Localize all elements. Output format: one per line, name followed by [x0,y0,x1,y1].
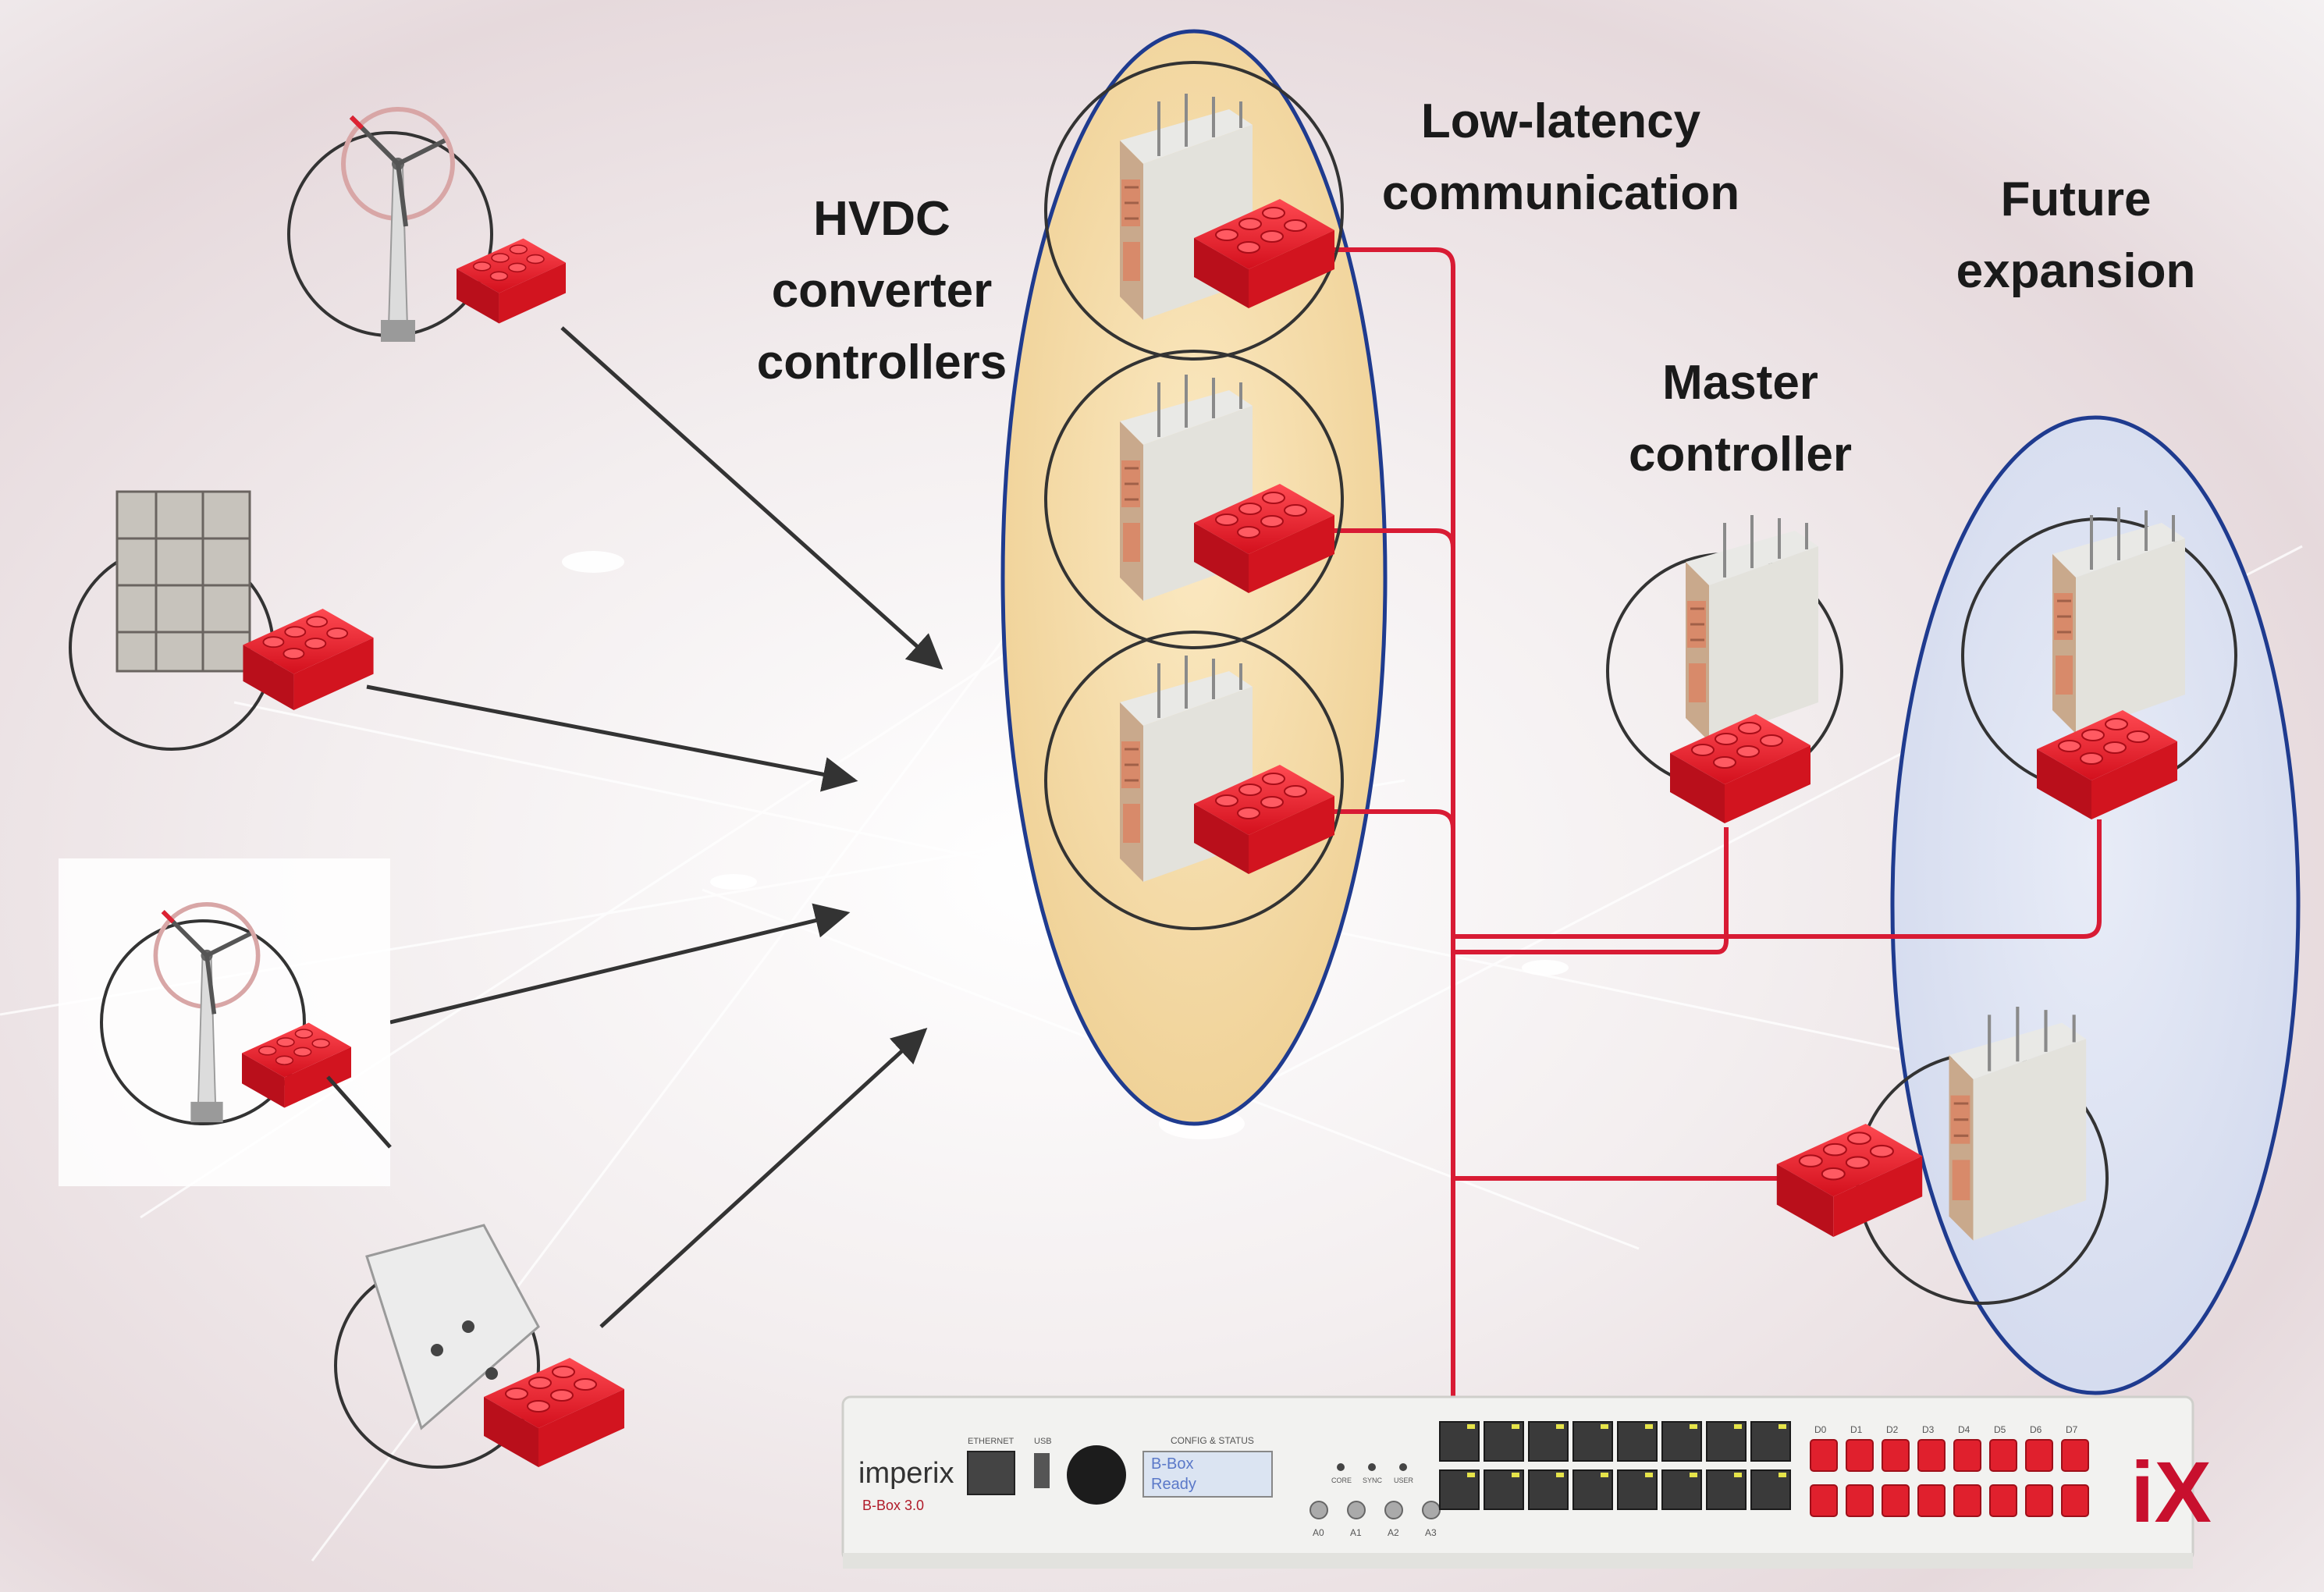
master-controller-label-line2: controller [1629,428,1852,482]
brick-icon [457,238,566,324]
port-led [1512,1424,1519,1429]
fiber-port [1810,1484,1838,1517]
fiber-port [1989,1484,2017,1517]
control-knob [1067,1445,1126,1505]
bbox-logo-mark: iX [2130,1445,2212,1540]
dout-label: D4 [1958,1424,1970,1435]
indicator-user: USER [1394,1477,1414,1484]
port-led [1601,1424,1608,1429]
dout-label: D2 [1886,1424,1899,1435]
bbox-brand: imperix [858,1457,954,1490]
rj45-port [1484,1469,1524,1510]
lcd-line-2: Ready [1151,1476,1196,1493]
fiber-port [2025,1439,2053,1472]
port-led [1645,1424,1653,1429]
bbox-model: B-Box 3.0 [862,1498,924,1513]
hvdc-converter-3 [1044,631,1344,930]
brick-icon [1775,1124,1924,1237]
dout-label: D6 [2030,1424,2042,1435]
dout-label: D7 [2066,1424,2078,1435]
bbox-device: imperix B-Box 3.0 ETHERNET USB CONFIG & … [841,1395,2212,1569]
hvdc-converter-1 [1044,61,1344,361]
fiber-port [1917,1439,1946,1472]
lcd-screen [1142,1451,1273,1498]
future-expansion-label: Future expansion [1943,164,2209,307]
port-led [1734,1473,1742,1477]
port-led [1645,1473,1653,1477]
port-led [1779,1473,1786,1477]
rj45-port [1750,1421,1791,1462]
fiber-port [1953,1439,1981,1472]
fiber-port [2025,1484,2053,1517]
fiber-output-grid: D0 D1 D2 D3 D4 D5 D6 D7 [1810,1424,2089,1517]
hvdc-label-line1: HVDC [813,192,951,246]
dout-label: D1 [1850,1424,1863,1435]
lcd-line-1: B-Box [1151,1455,1193,1473]
port-led [1690,1473,1697,1477]
low-latency-label-line1: Low-latency [1420,94,1701,148]
hvdc-label-line2: converter [771,264,993,318]
fiber-port [1846,1439,1874,1472]
brick-icon [484,1358,624,1467]
fiber-port [1882,1484,1910,1517]
master-controller-label: Master controller [1608,347,1873,491]
port-led [1601,1473,1608,1477]
fiber-port [1953,1484,1981,1517]
ethernet-port [967,1451,1015,1495]
source-wind-turbine-bottom [59,858,392,1186]
port-led [1467,1473,1475,1477]
port-led [1512,1473,1519,1477]
communication-links [1327,247,2102,1397]
port-led [1556,1473,1564,1477]
usb-port [1034,1453,1050,1488]
port-led [1734,1424,1742,1429]
future-module-1 [1961,507,2237,819]
status-indicators: CORE SYNC USER [1331,1463,1414,1484]
port-led [1690,1424,1697,1429]
source-inverter [334,1224,624,1469]
future-module-2 [1775,1007,2109,1305]
hvdc-label-line3: controllers [756,336,1007,389]
fiber-port [1989,1439,2017,1472]
indicator-core: CORE [1331,1477,1352,1484]
analog-a3: A3 [1425,1527,1437,1538]
port-led [1467,1424,1475,1429]
source-wind-turbine-top [287,109,566,342]
rj45-port-grid [1439,1421,1791,1510]
master-controller [1606,515,1843,823]
fiber-port [2061,1484,2089,1517]
low-latency-label: Low-latency communication [1358,86,1764,229]
fiber-port [1917,1484,1946,1517]
dout-label: D0 [1814,1424,1827,1435]
hvdc-label: HVDC converter controllers [749,183,1015,399]
fiber-port [1846,1484,1874,1517]
future-expansion-label-line1: Future [2000,172,2152,226]
indicator-sync: SYNC [1363,1477,1383,1484]
analog-a2: A2 [1388,1527,1399,1538]
hvdc-converter-2 [1044,350,1344,649]
bbox-config-label: CONFIG & STATUS [1171,1435,1254,1446]
analog-a0: A0 [1313,1527,1324,1538]
dout-label: D3 [1922,1424,1935,1435]
bbox-ethernet-label: ETHERNET [968,1437,1015,1446]
analog-a1: A1 [1350,1527,1362,1538]
port-led [1779,1424,1786,1429]
brick-icon [1670,714,1811,823]
bbox-usb-label: USB [1034,1437,1052,1446]
fiber-port [2061,1439,2089,1472]
low-latency-label-line2: communication [1381,166,1740,220]
dout-label: D5 [1994,1424,2006,1435]
port-led [1556,1424,1564,1429]
source-offshore-platform [69,490,375,751]
future-expansion-label-line2: expansion [1956,244,2196,298]
fiber-port [1810,1439,1838,1472]
master-controller-label-line1: Master [1662,356,1818,410]
fiber-port [1882,1439,1910,1472]
source-arrows [366,326,943,1328]
